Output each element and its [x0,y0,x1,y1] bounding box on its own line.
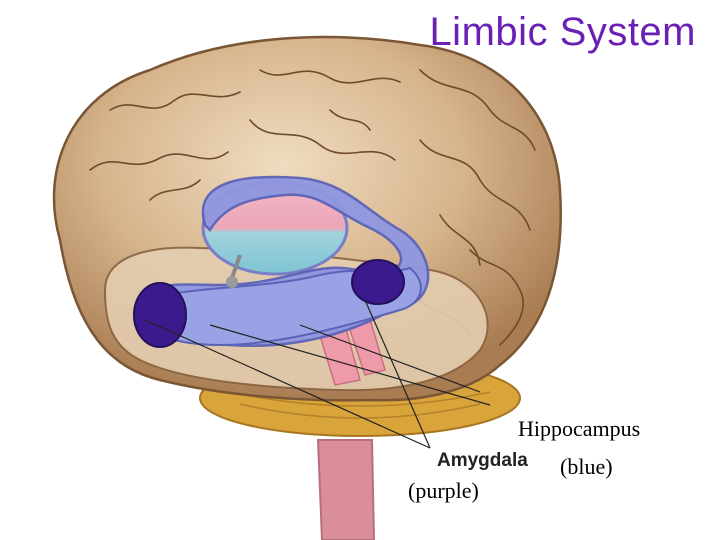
amygdala-left [133,282,187,348]
amygdala-label: Amygdala [437,450,528,471]
gyri-lines [89,69,536,346]
hippocampus-label: Hippocampus [518,416,641,441]
hippocampus-color-label: (blue) [560,454,613,479]
amygdala-color-label: (purple) [408,478,479,503]
amygdala-right [351,259,405,305]
page-title: Limbic System [429,10,696,54]
pointer-lines [144,299,491,449]
brainstem [316,439,376,540]
